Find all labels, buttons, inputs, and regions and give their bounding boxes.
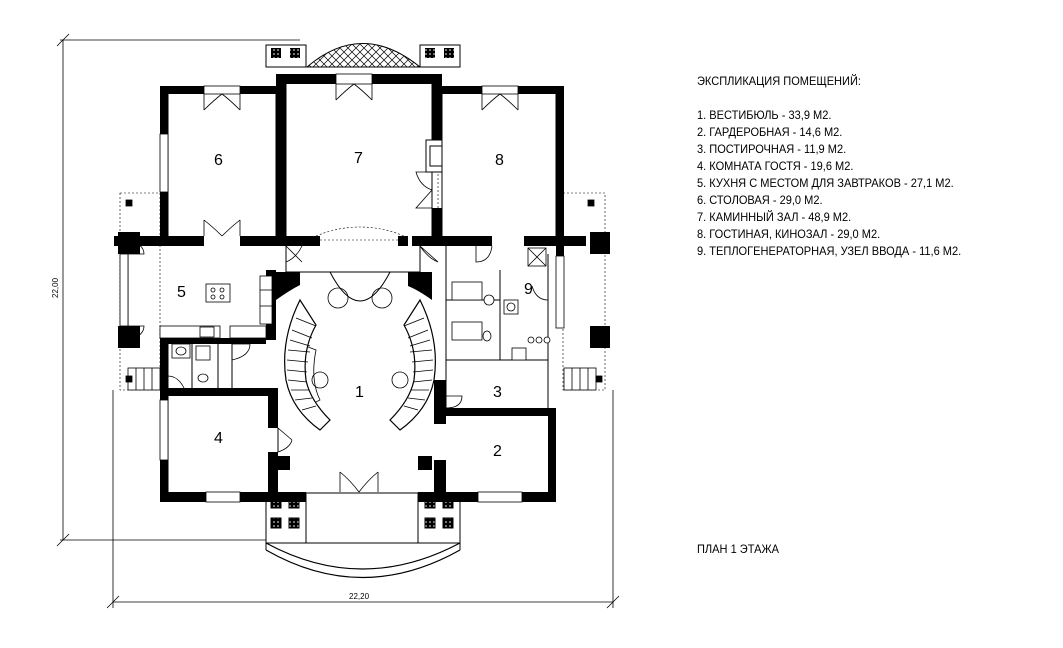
- exterior-walls: [114, 74, 610, 502]
- room-number-5: 5: [177, 284, 186, 301]
- entrance-porch: [265, 492, 461, 578]
- room-explication: ЭКСПЛИКАЦИЯ ПОМЕЩЕНИЙ: 1. ВЕСТИБЮЛЬ - 33…: [697, 73, 961, 260]
- staircases: [284, 271, 436, 431]
- explication-title: ЭКСПЛИКАЦИЯ ПОМЕЩЕНИЙ:: [697, 74, 861, 88]
- dotted-lines: [279, 94, 439, 241]
- room-number-2: 2: [493, 443, 502, 460]
- explication-item: 9. ТЕПЛОГЕНЕРАТОРНАЯ, УЗЕЛ ВВОДА - 11,6 …: [697, 244, 962, 258]
- kitchen-fixtures: [159, 275, 273, 339]
- room-number-4: 4: [214, 430, 223, 447]
- explication-item: 8. ГОСТИНАЯ, КИНОЗАЛ - 29,0 М2.: [697, 227, 881, 241]
- sanitary-fixtures: [171, 247, 551, 383]
- dimension-lines: [56, 33, 620, 609]
- room-number-8: 8: [495, 152, 504, 169]
- plan-caption: ПЛАН 1 ЭТАЖА: [697, 542, 780, 556]
- terrace-steps: [125, 199, 603, 391]
- explication-item: 1. ВЕСТИБЮЛЬ - 33,9 М2.: [697, 108, 832, 122]
- explication-item: 5. КУХНЯ С МЕСТОМ ДЛЯ ЗАВТРАКОВ - 27,1 М…: [697, 176, 954, 190]
- explication-item: 7. КАМИННЫЙ ЗАЛ - 48,9 М2.: [697, 210, 852, 224]
- explication-item: 2. ГАРДЕРОБНАЯ - 14,6 М2.: [697, 125, 843, 139]
- horizontal-dimension-label: 22,20: [349, 592, 370, 601]
- room-number-6: 6: [214, 152, 223, 169]
- explication-item: 3. ПОСТИРОЧНАЯ - 11,9 М2.: [697, 142, 847, 156]
- room-number-9: 9: [524, 281, 533, 298]
- fireplace: [425, 139, 443, 173]
- room-number-1: 1: [355, 384, 364, 401]
- vertical-dimension-label: 22,00: [51, 277, 60, 298]
- doors: [127, 83, 549, 493]
- explication-item: 6. СТОЛОВАЯ - 29,0 М2.: [697, 193, 823, 207]
- interior-lines: [127, 84, 557, 492]
- top-apse: [265, 43, 461, 68]
- explication-item: 4. КОМНАТА ГОСТЯ - 19,6 М2.: [697, 159, 854, 173]
- windows: [119, 73, 565, 503]
- room-number-7: 7: [354, 150, 363, 167]
- room-number-3: 3: [493, 384, 502, 401]
